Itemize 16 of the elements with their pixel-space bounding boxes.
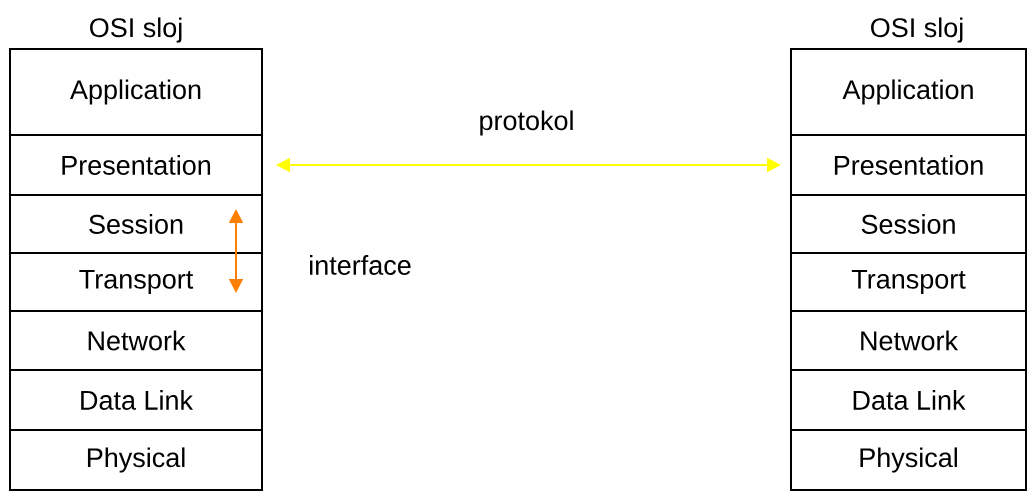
layer-box: Application <box>790 48 1027 136</box>
edge-label: protokol <box>476 108 577 138</box>
layer-box: Session <box>790 194 1027 254</box>
layer-box: Transport <box>790 252 1027 312</box>
layer-box: Physical <box>790 429 1027 491</box>
layer-box: Presentation <box>790 134 1027 196</box>
layer-box: Session <box>9 194 263 254</box>
layer-box: Application <box>9 48 263 136</box>
layer-box: Physical <box>9 429 263 491</box>
layer-box: Data Link <box>9 369 263 431</box>
layer-box: Presentation <box>9 134 263 196</box>
layer-box: Network <box>9 310 263 371</box>
layer-box: Data Link <box>790 369 1027 431</box>
layer-box: Transport <box>9 252 263 312</box>
layer-box: Network <box>790 310 1027 371</box>
interface-label: interface <box>310 255 411 275</box>
